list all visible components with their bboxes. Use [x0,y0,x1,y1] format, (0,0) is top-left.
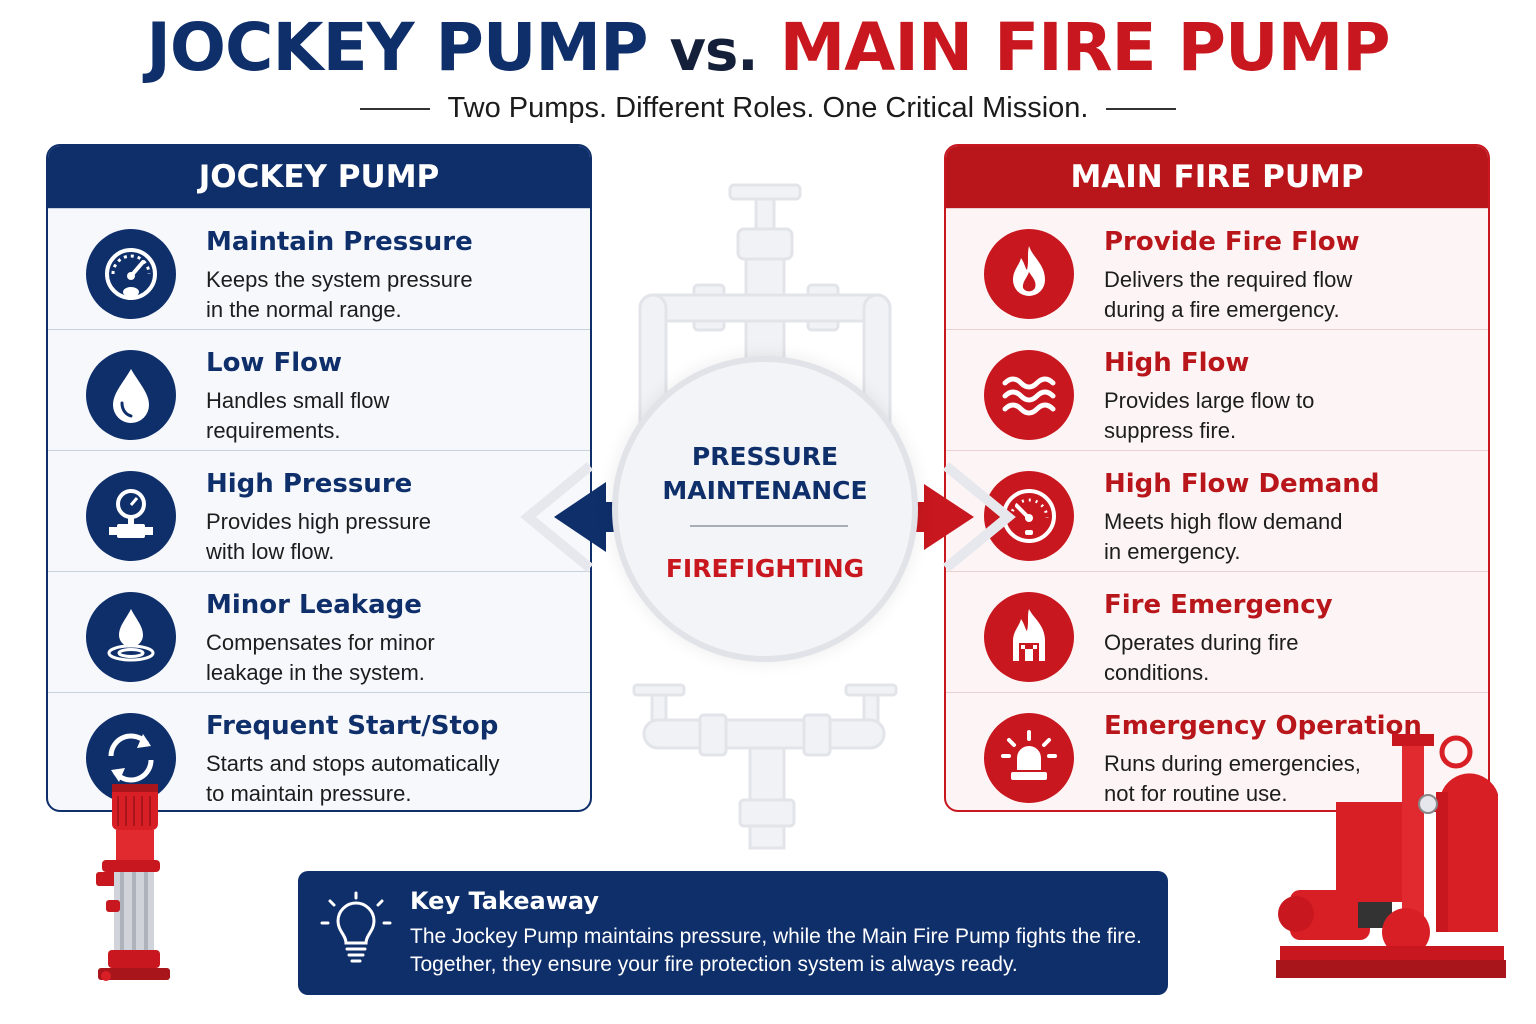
center-divider [690,525,848,527]
main-title: JOCKEY PUMP vs. MAIN FIRE PUMP [0,8,1536,92]
title-vs: vs. [669,19,758,84]
right-arrow-icon [880,462,1016,572]
flame-icon [984,229,1074,319]
row-title: Fire Emergency [1104,590,1333,620]
left-arrow-icon [520,462,656,572]
row-title: Minor Leakage [206,590,422,620]
drop-ripple-icon [86,592,176,682]
row-description: Runs during emergencies,not for routine … [1104,751,1361,806]
key-takeaway-title: Key Takeaway [410,887,599,915]
row-title: High Pressure [206,469,413,499]
alarm-beacon-icon [984,713,1074,803]
row-title: Emergency Operation [1104,711,1422,741]
row-title: High Flow [1104,348,1250,378]
main-fire-pump-illustration [1276,734,1506,978]
water-drop-icon [86,350,176,440]
main-fire-pump-header: MAIN FIRE PUMP [946,146,1488,208]
title-main-fire-pump: MAIN FIRE PUMP [779,9,1391,86]
center-firefighting: FIREFIGHTING [665,554,865,583]
pressure-gauge-icon [86,229,176,319]
row-title: Maintain Pressure [206,227,473,257]
row-title: High Flow Demand [1104,469,1380,499]
burning-building-icon [984,592,1074,682]
main-fire-pump-panel: MAIN FIRE PUMP Provide Fire Flow Deliver… [944,144,1490,812]
key-takeaway-text: The Jockey Pump maintains pressure, whil… [410,925,1142,976]
fire-row-emergency-operation: Emergency Operation Runs during emergenc… [946,692,1488,810]
pipes-illustration [632,183,898,850]
key-takeaway-box: Key Takeaway The Jockey Pump maintains p… [298,871,1168,995]
jockey-pump-header: JOCKEY PUMP [48,146,590,208]
lightbulb-icon [320,891,392,963]
row-title: Provide Fire Flow [1104,227,1360,257]
jockey-row-maintain-pressure: Maintain Pressure Keeps the system press… [48,208,590,329]
jockey-pump-illustration [96,784,170,981]
gauge-valve-icon [86,471,176,561]
title-jockey-pump: JOCKEY PUMP [146,9,648,86]
row-title: Frequent Start/Stop [206,711,499,741]
jockey-pump-panel: JOCKEY PUMP Maintain Pressure Keeps the … [46,144,592,812]
subtitle: Two Pumps. Different Roles. One Critical… [447,92,1089,124]
waves-icon [984,350,1074,440]
fire-row-provide-fire-flow: Provide Fire Flow Delivers the required … [946,208,1488,329]
jockey-row-frequent-start-stop: Frequent Start/Stop Starts and stops aut… [48,692,590,810]
subtitle-left-rule [359,107,430,110]
row-title: Low Flow [206,348,343,378]
subtitle-right-rule [1106,107,1177,110]
subtitle-row: Two Pumps. Different Roles. One Critical… [0,92,1536,125]
